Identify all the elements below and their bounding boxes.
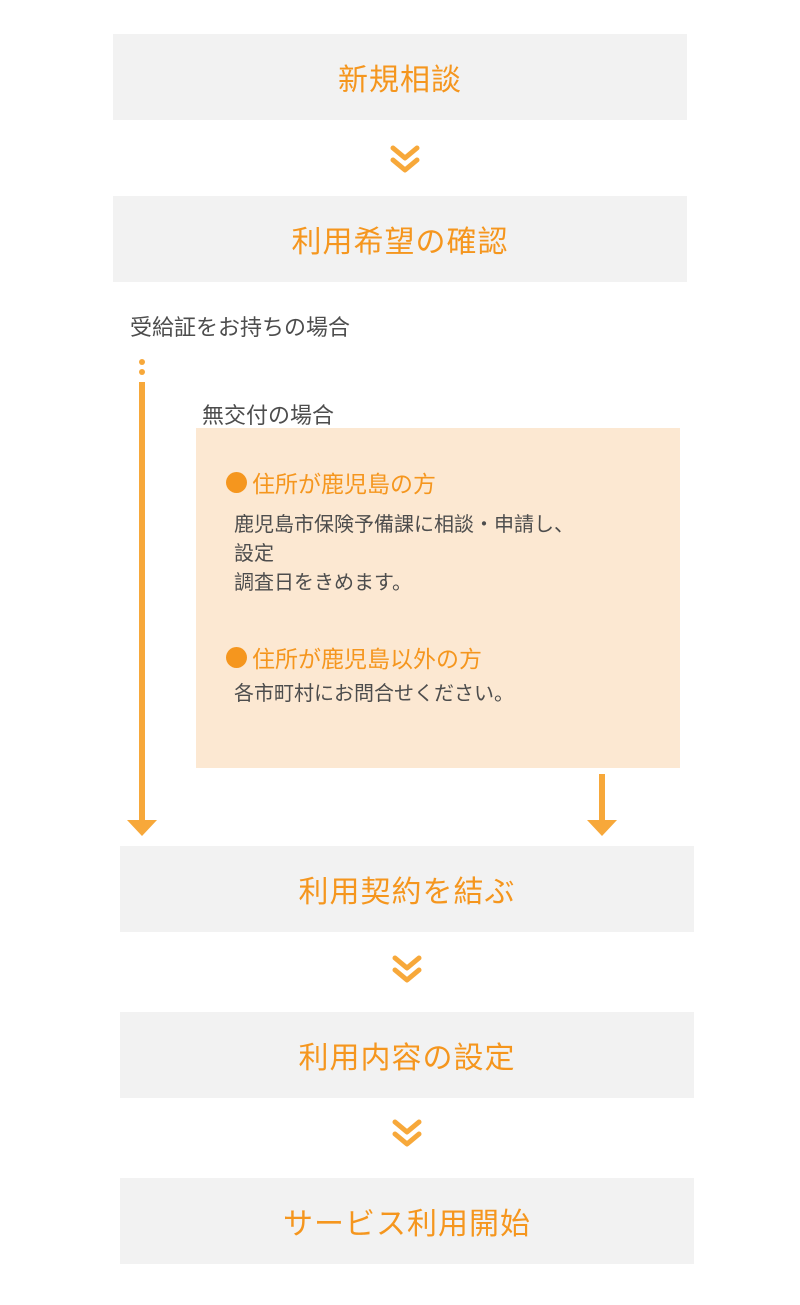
- heading-other-areas: 住所が鹿児島以外の方: [226, 640, 482, 674]
- kagoshima-instructions: 鹿児島市保険予備課に相談・申請し、 設定 調査日をきめます。: [234, 510, 574, 597]
- kagoshima-line-3: 調査日をきめます。: [234, 570, 412, 594]
- step-label: 利用契約を結ぶ: [298, 875, 516, 910]
- double-chevron-down-icon: [392, 1119, 422, 1147]
- other-line-1: 各市町村にお問合せください。: [234, 681, 514, 705]
- step-service-start: サービス利用開始: [120, 1178, 694, 1264]
- arrow-down-icon: [587, 774, 617, 836]
- arrow-down-icon: [127, 359, 157, 836]
- branch-label-with-certificate: 受給証をお持ちの場合: [130, 316, 351, 341]
- other-areas-instructions: 各市町村にお問合せください。: [234, 679, 514, 708]
- step-service-settings: 利用内容の設定: [120, 1012, 694, 1098]
- double-chevron-down-icon: [392, 955, 422, 983]
- step-label: サービス利用開始: [283, 1207, 531, 1242]
- filled-circle-icon: [226, 471, 247, 493]
- step-label: 利用内容の設定: [298, 1041, 516, 1076]
- kagoshima-line-1: 鹿児島市保険予備課に相談・申請し、: [234, 512, 574, 536]
- step-new-consultation: 新規相談: [113, 34, 687, 120]
- step-usage-confirmation: 利用希望の確認: [113, 196, 687, 282]
- heading-kagoshima: 住所が鹿児島の方: [226, 465, 436, 499]
- step-label: 新規相談: [338, 63, 462, 98]
- kagoshima-line-2: 設定: [234, 541, 274, 565]
- double-chevron-down-icon: [390, 145, 420, 173]
- step-sign-contract: 利用契約を結ぶ: [120, 846, 694, 932]
- step-label: 利用希望の確認: [291, 225, 509, 260]
- branch-label-without-certificate: 無交付の場合: [202, 404, 335, 429]
- heading-kagoshima-text: 住所が鹿児島の方: [252, 472, 436, 498]
- heading-other-areas-text: 住所が鹿児島以外の方: [252, 647, 482, 673]
- filled-circle-icon: [226, 646, 247, 668]
- info-box: 住所が鹿児島の方 鹿児島市保険予備課に相談・申請し、 設定 調査日をきめます。 …: [196, 428, 680, 768]
